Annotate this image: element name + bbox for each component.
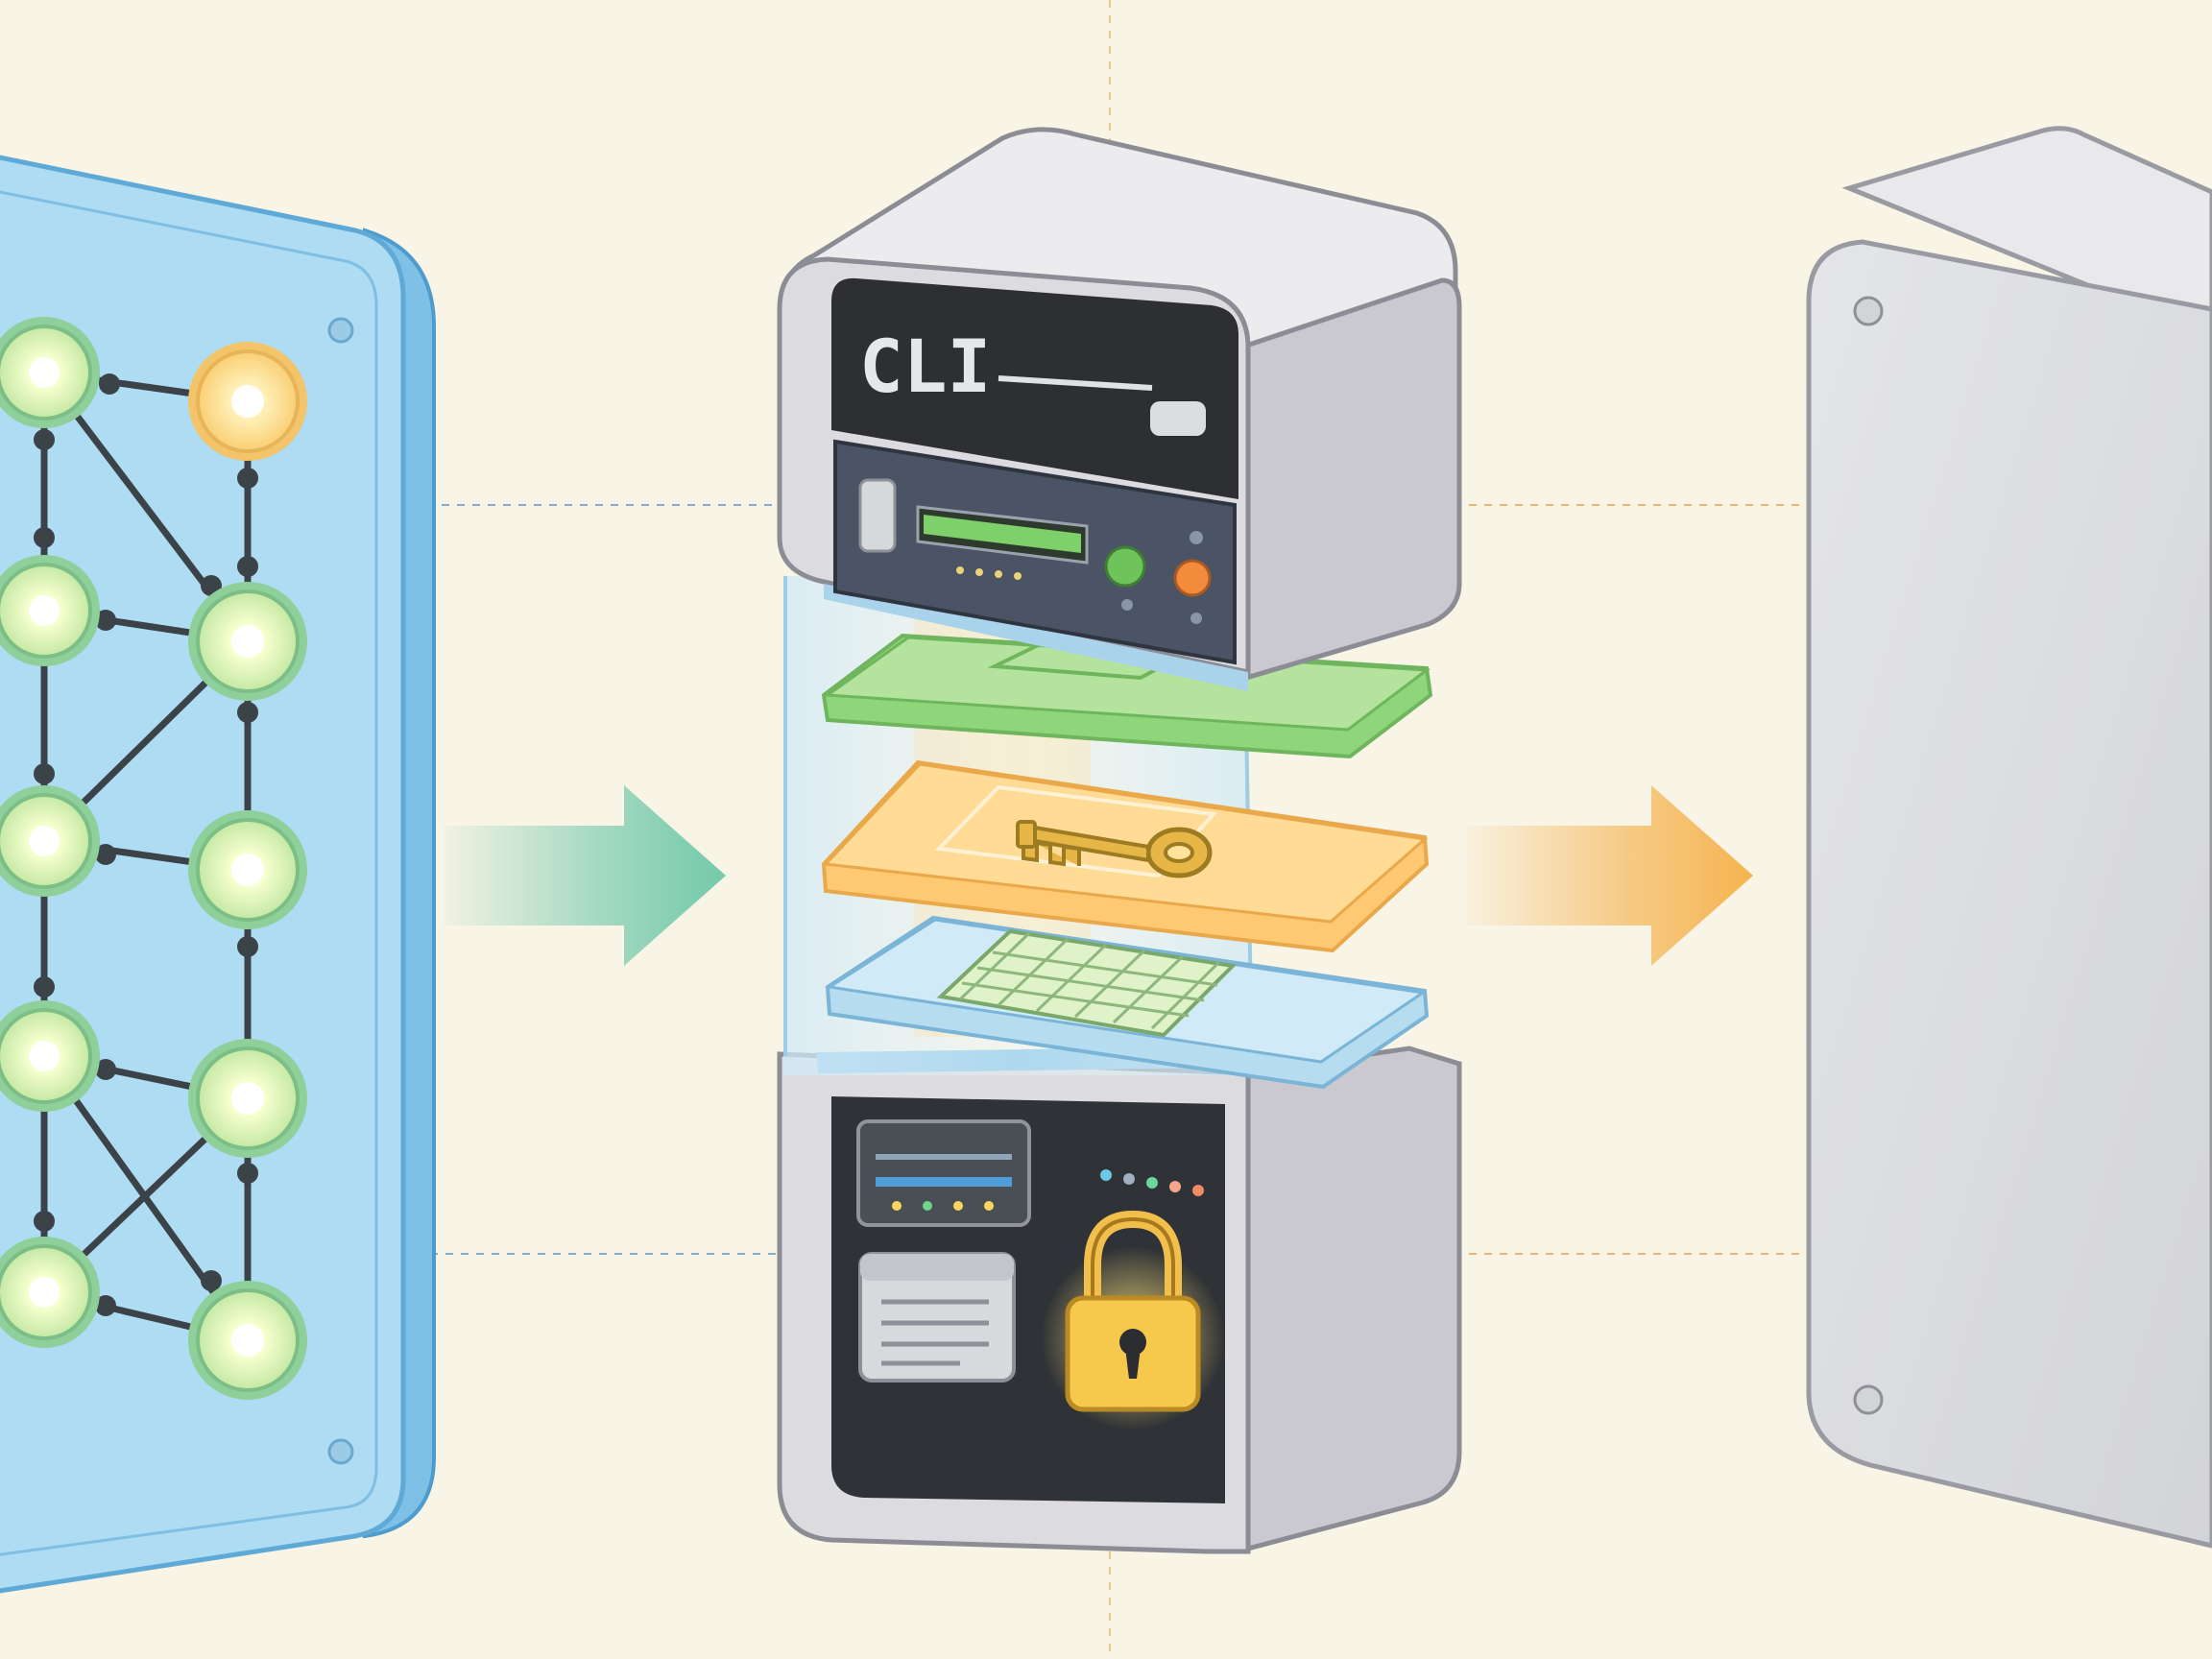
destination-box-front — [1806, 239, 2212, 1549]
progress-display-bar — [924, 515, 1081, 553]
status-leds — [1100, 1169, 1204, 1196]
network-node — [0, 317, 100, 428]
network-junction-dots — [34, 373, 258, 1316]
cli-label: CLI — [859, 324, 991, 409]
network-node — [188, 810, 307, 929]
destination-box — [1806, 126, 2212, 1549]
cli-cursor-block — [1150, 401, 1206, 436]
cli-prompt-line — [998, 375, 1153, 391]
port-panel-icon — [856, 1119, 1031, 1227]
server-stack: CLI — [777, 127, 1462, 1554]
keyboard-icon — [936, 928, 1238, 1038]
cli-screen — [831, 277, 1238, 499]
network-panel-inner-border — [0, 190, 378, 1556]
padlock-icon — [1041, 1210, 1225, 1431]
network-panel — [0, 155, 436, 1594]
server-top-right-side — [1238, 277, 1462, 682]
box-screw-top — [1853, 296, 1884, 326]
control-panel-leds — [956, 566, 1022, 580]
key-icon — [1016, 820, 1213, 878]
network-node — [0, 785, 100, 897]
control-panel-switch — [858, 478, 897, 553]
server-top-rim — [824, 584, 1248, 691]
green-status-button[interactable] — [1104, 545, 1146, 588]
network-node — [188, 1281, 307, 1400]
destination-box-top — [1841, 126, 2212, 329]
right-arrow-icon — [1467, 785, 1753, 966]
right-arrow-icon — [444, 785, 726, 966]
network-node-highlighted — [188, 342, 307, 461]
network-node — [0, 1237, 100, 1348]
panel-screw-top — [327, 317, 354, 344]
panel-screw-bottom — [327, 1438, 354, 1465]
network-node — [188, 582, 307, 701]
guide-lines — [415, 0, 1868, 1659]
panel-indicator — [1190, 613, 1202, 624]
panel-indicator — [1121, 599, 1133, 611]
network-nodes — [0, 317, 307, 1400]
network-node — [188, 1039, 307, 1158]
document-icon — [858, 1252, 1016, 1382]
network-node — [0, 1000, 100, 1112]
panel-indicator — [1190, 531, 1203, 544]
orange-status-button[interactable] — [1173, 559, 1212, 597]
network-node — [0, 555, 100, 666]
server-lower-right-side — [1236, 1046, 1462, 1553]
box-screw-bottom — [1853, 1384, 1884, 1415]
